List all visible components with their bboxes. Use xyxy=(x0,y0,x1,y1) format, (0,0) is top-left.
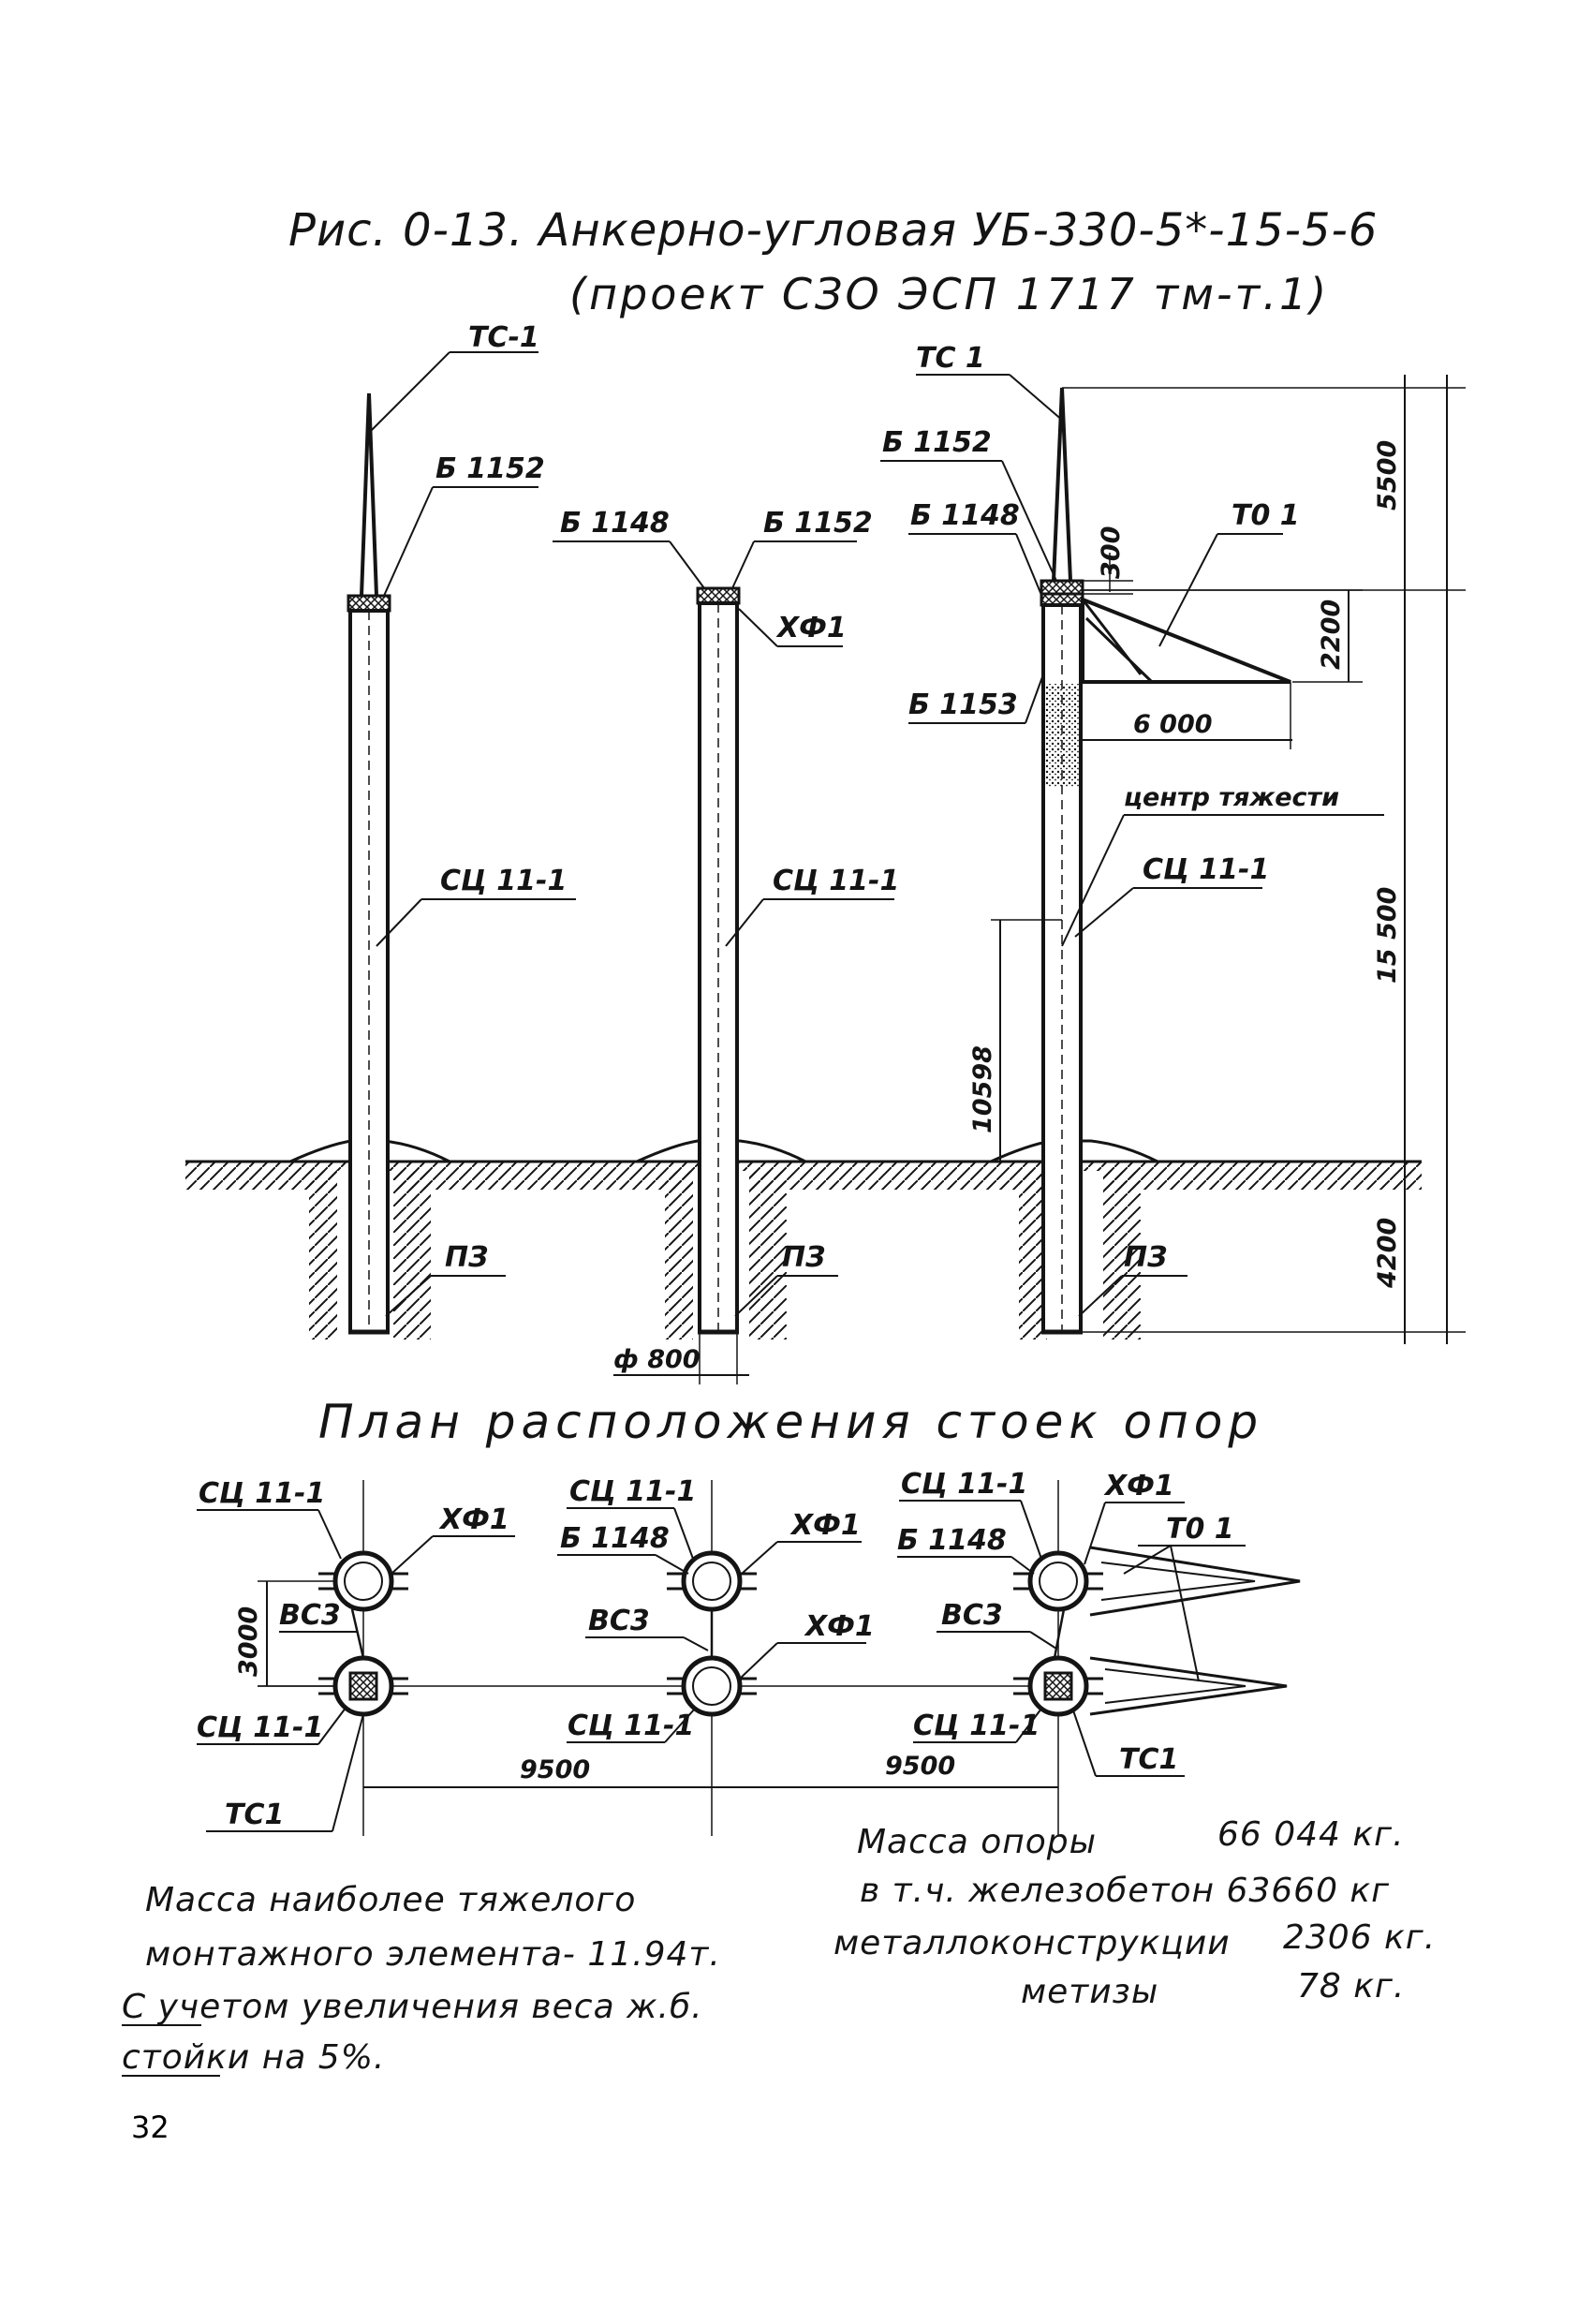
dim-2200-label: 2200 xyxy=(1317,600,1346,670)
plan-p2-xf2-label: ХФ1 xyxy=(804,1610,875,1643)
pole-3-band-upper xyxy=(1040,579,1084,596)
plan-p3-b-label: Б 1148 xyxy=(897,1524,1007,1557)
plan-traverse-lower xyxy=(1089,1656,1288,1716)
pole-3-shaft-label: СЦ 11-1 xyxy=(1143,853,1269,886)
figure-subtitle: (проект СЗО ЭСП 1717 тм-т.1) xyxy=(569,269,1329,319)
pole-1-band xyxy=(347,594,391,613)
plan-pole-3-top xyxy=(1013,1550,1103,1612)
plan-p2-top-label: СЦ 11-1 xyxy=(569,1475,696,1508)
heaviest-element-line-3: С учетом увеличения веса ж.б. xyxy=(122,1988,703,2026)
pole-2-b1148-label: Б 1148 xyxy=(560,507,670,540)
plan-pole-1-bottom xyxy=(318,1655,408,1717)
heaviest-element-line-2: монтажного элемента- 11.94т. xyxy=(145,1935,721,1974)
plan-pole-3-bottom xyxy=(1013,1655,1103,1717)
dim-15500-label: 15 500 xyxy=(1373,887,1402,984)
mass-metal-value: 2306 кг. xyxy=(1283,1918,1436,1957)
pole-3-top-label: ТС 1 xyxy=(916,342,985,375)
pole-2-xf1-label: ХФ1 xyxy=(775,612,847,644)
pole-1-shaft-label: СЦ 11-1 xyxy=(440,865,567,897)
plan-p3-bottom-label: СЦ 11-1 xyxy=(913,1710,1040,1742)
plan-p1-bottom-label: СЦ 11-1 xyxy=(197,1711,323,1744)
pole-3-b1148-label: Б 1148 xyxy=(910,499,1020,532)
plan-p2-b-label: Б 1148 xyxy=(560,1522,670,1555)
pole-3-b1153-label: Б 1153 xyxy=(908,688,1018,721)
figure-title: Рис. 0-13. Анкерно-угловая УБ-330-5*-15-… xyxy=(288,204,1378,257)
dim-5500-label: 5500 xyxy=(1373,440,1402,511)
mass-hardware-value: 78 кг. xyxy=(1297,1967,1405,2006)
plan-spacing-1-label: 9500 xyxy=(520,1755,590,1784)
plan-p1-tc-label: ТС1 xyxy=(225,1799,284,1831)
plan-pole-2-bottom xyxy=(667,1655,757,1717)
plan-p3-vs-label: ВС3 xyxy=(941,1599,1003,1632)
dim-300-label: 300 xyxy=(1097,526,1126,579)
plan-title: План расположения стоек опор xyxy=(318,1395,1263,1449)
heaviest-element-line-1: Масса наиболее тяжелого xyxy=(145,1881,636,1919)
pole-3-footing-label: ПЗ xyxy=(1124,1241,1167,1274)
center-of-gravity-label: центр тяжести xyxy=(1124,783,1339,812)
plan-row-spacing-label: 3000 xyxy=(234,1606,263,1677)
plan-p3-tc-label: ТС1 xyxy=(1119,1743,1178,1776)
mass-total-title: Масса опоры xyxy=(857,1823,1097,1861)
dim-4200-label: 4200 xyxy=(1373,1218,1402,1289)
dim-10598-label: 10598 xyxy=(968,1045,997,1133)
plan-p2-xf-label: ХФ1 xyxy=(789,1509,861,1542)
plan-p3-t0-label: Т0 1 xyxy=(1166,1513,1234,1546)
plan-pole-1-top xyxy=(318,1550,408,1612)
height-dimension-chain xyxy=(1062,375,1466,1344)
page-number: 32 xyxy=(131,2109,170,2145)
plan-p1-top-label: СЦ 11-1 xyxy=(199,1477,325,1510)
plan-spacing-2-label: 9500 xyxy=(885,1752,955,1781)
pole-1-elevation xyxy=(289,351,576,1340)
traverse-length-label: 6 000 xyxy=(1133,710,1213,739)
plan-p3-top-label: СЦ 11-1 xyxy=(901,1468,1027,1501)
pole-2-footing-label: ПЗ xyxy=(782,1241,825,1274)
pole-2-elevation xyxy=(553,540,894,1384)
plan-p1-vs-label: ВС3 xyxy=(279,1599,341,1632)
pole-1-top-taper xyxy=(360,392,378,597)
pole-2-b1152-label: Б 1152 xyxy=(763,507,873,540)
plan-view xyxy=(197,1480,1301,1836)
pole-1-band-label: Б 1152 xyxy=(435,452,545,485)
pole-3-b1152-label: Б 1152 xyxy=(882,426,992,459)
plan-p2-vs-label: ВС3 xyxy=(588,1605,650,1637)
pole-3-traverse xyxy=(1081,597,1291,684)
mass-hardware-label: метизы xyxy=(1021,1973,1158,2011)
pole-3-top-taper xyxy=(1052,387,1072,582)
mass-metal-label: металлоконструкции xyxy=(833,1924,1231,1962)
pole-1-top-label: ТС-1 xyxy=(468,321,539,354)
mass-concrete-line: в т.ч. железобетон 63660 кг xyxy=(860,1872,1390,1910)
pole-2-band xyxy=(696,586,741,605)
plan-pole-2-top xyxy=(667,1550,757,1612)
pole-3-traverse-label: Т0 1 xyxy=(1232,499,1300,532)
mass-total-value: 66 044 кг. xyxy=(1217,1815,1405,1854)
pole-2-shaft-label: СЦ 11-1 xyxy=(773,865,899,897)
pole-1-footing-label: ПЗ xyxy=(445,1241,488,1274)
plan-p3-xf-label: ХФ1 xyxy=(1103,1470,1174,1502)
heaviest-element-line-4: стойки на 5%. xyxy=(122,2038,385,2077)
plan-p1-xf-label: ХФ1 xyxy=(438,1503,509,1536)
plan-p2-bottom-label: СЦ 11-1 xyxy=(568,1710,694,1742)
plan-traverse-upper xyxy=(1089,1546,1301,1617)
pole-2-diameter-label: ф 800 xyxy=(613,1345,701,1374)
